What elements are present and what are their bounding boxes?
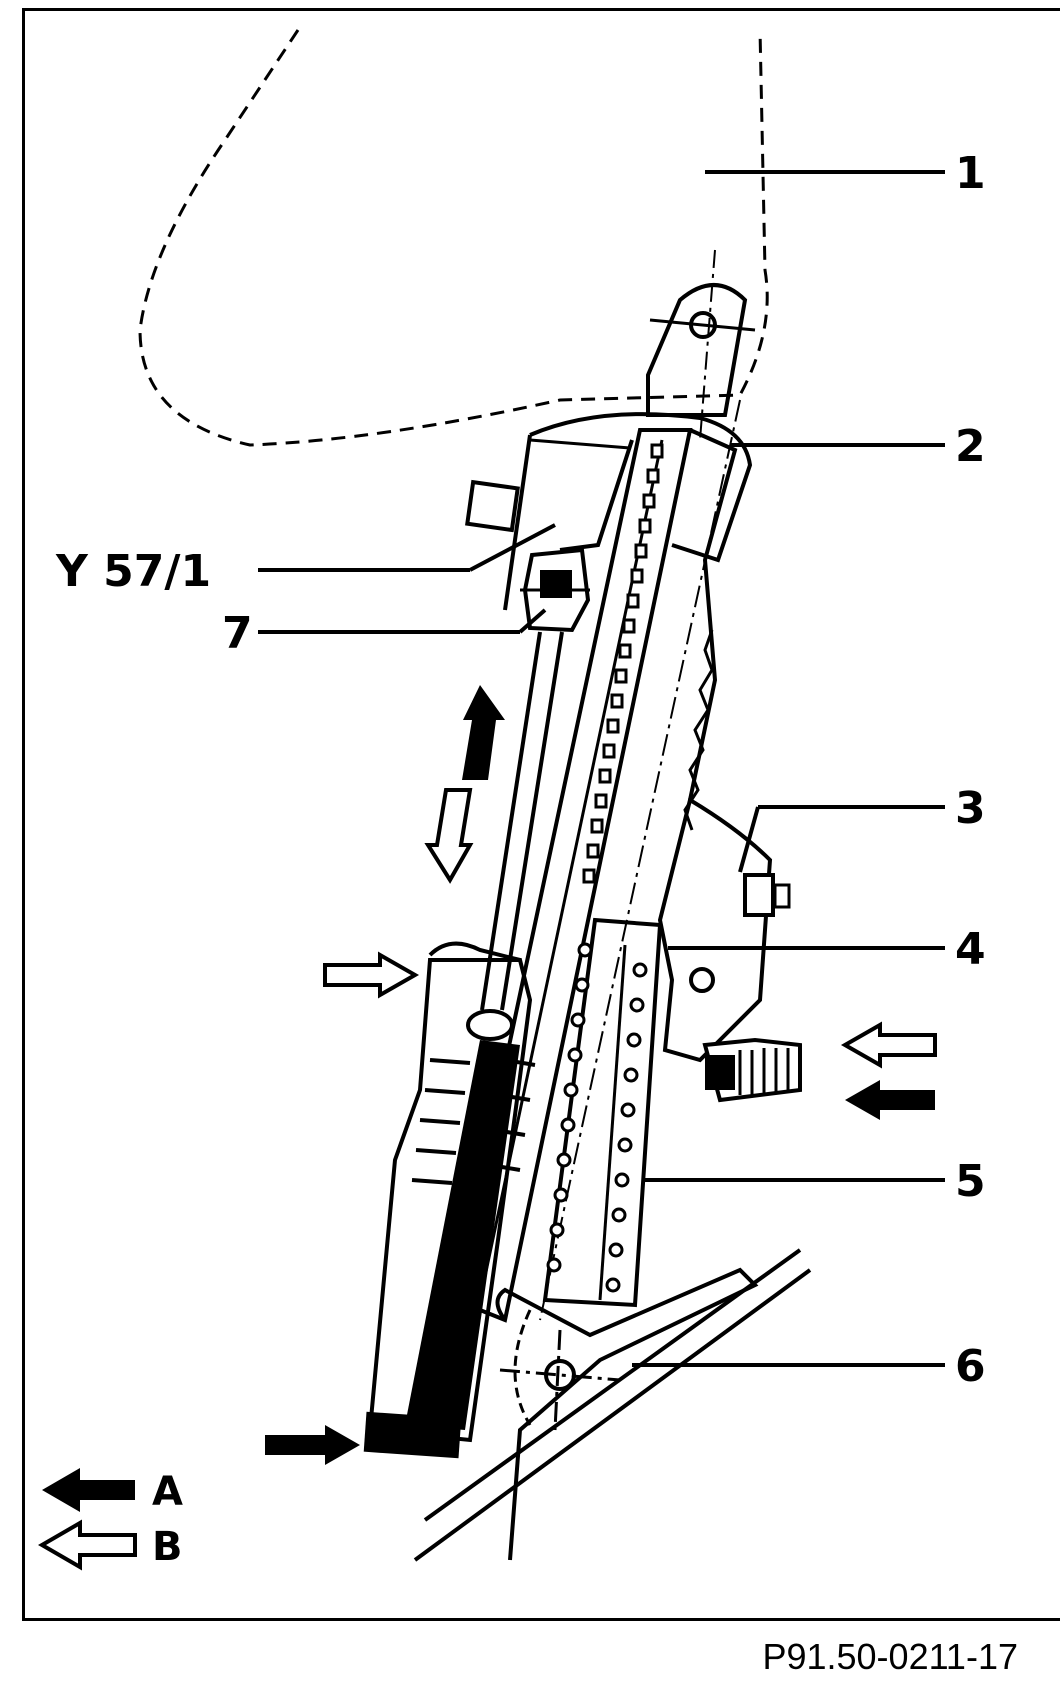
callout-2: 2 bbox=[955, 421, 986, 472]
legend-a-arrow-icon bbox=[42, 1468, 135, 1512]
legend-b: B bbox=[38, 1519, 183, 1571]
side-bracket bbox=[657, 796, 802, 1103]
arrow-left-outline bbox=[840, 1021, 937, 1069]
arrow-down-outline bbox=[424, 788, 474, 884]
gas-spring bbox=[363, 941, 536, 1459]
spindle-holes bbox=[582, 443, 664, 884]
callout-7: 7 bbox=[222, 608, 253, 659]
legend-b-arrow-icon bbox=[38, 1519, 137, 1571]
figure-frame bbox=[22, 8, 1060, 1621]
arrow-right-outline bbox=[323, 951, 420, 999]
connector bbox=[520, 547, 591, 633]
arrow-left-filled bbox=[845, 1080, 935, 1120]
callout-3: 3 bbox=[955, 783, 986, 834]
callout-5: 5 bbox=[955, 1156, 986, 1207]
top-pivot bbox=[646, 249, 756, 441]
callout-4: 4 bbox=[955, 924, 986, 975]
actuator-housing bbox=[465, 412, 753, 611]
floor-bracket bbox=[413, 1248, 812, 1562]
actuation-rod bbox=[480, 631, 564, 1011]
arrow-right-filled bbox=[265, 1425, 360, 1465]
legend-a-label: A bbox=[152, 1469, 183, 1515]
callout-y57-1: Y 57/1 bbox=[55, 546, 211, 597]
legend-a: A bbox=[42, 1468, 183, 1515]
figure-id: P91.50-0211-17 bbox=[762, 1636, 1018, 1677]
arrow-up-filled bbox=[462, 685, 505, 780]
seat-outline bbox=[138, 29, 769, 447]
callout-1: 1 bbox=[955, 148, 986, 199]
legend-b-label: B bbox=[152, 1524, 183, 1570]
leader-lines bbox=[258, 170, 945, 1367]
guide-rail bbox=[542, 917, 663, 1308]
callout-6: 6 bbox=[955, 1341, 986, 1392]
